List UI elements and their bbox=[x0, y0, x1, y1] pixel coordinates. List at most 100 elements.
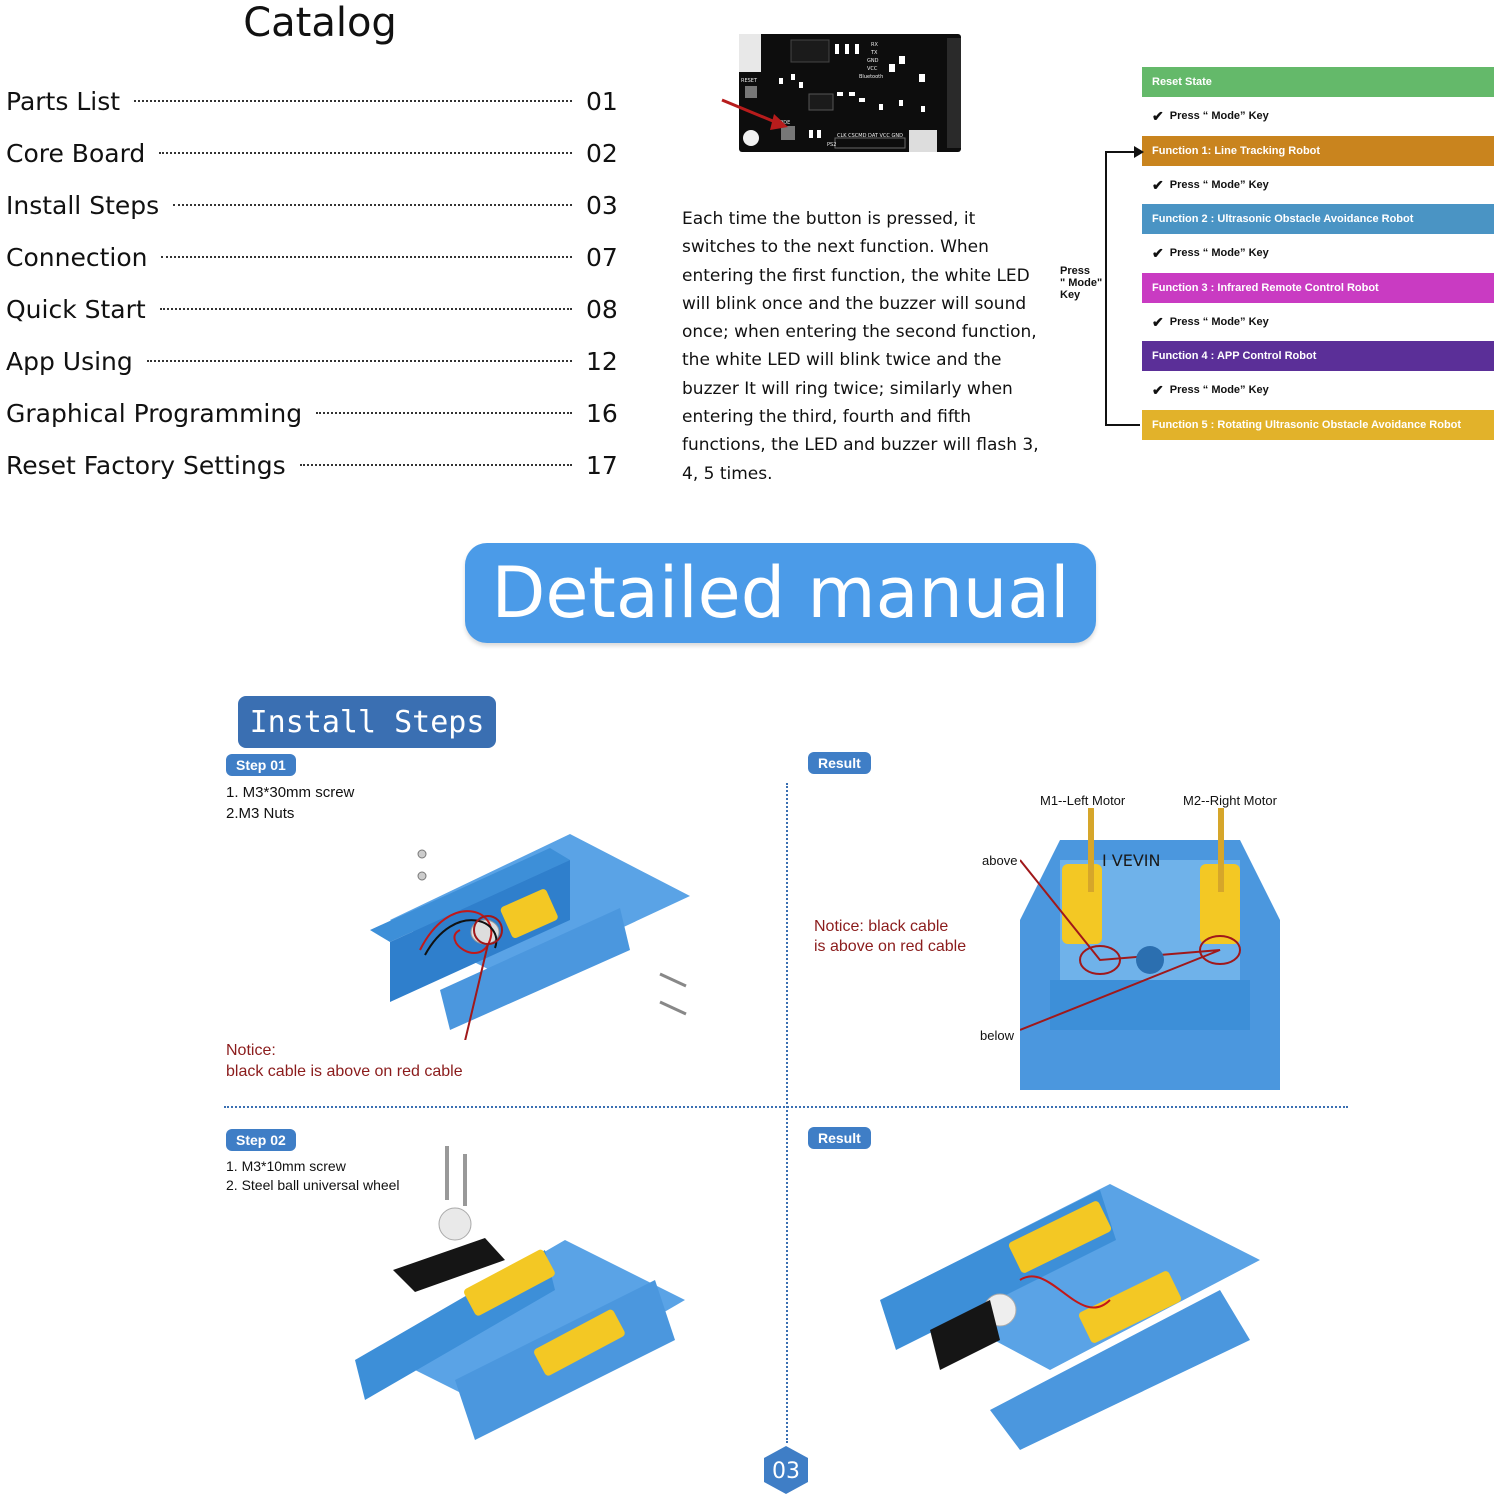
core-board-image: RESET MODE RX TX GND VCC Bluetooth PS2 C… bbox=[739, 34, 961, 152]
flow-state-3: Function 3 : Infrared Remote Control Rob… bbox=[1142, 272, 1494, 303]
m2-label: M2--Right Motor bbox=[1183, 793, 1277, 808]
catalog-row-page: 08 bbox=[586, 294, 618, 324]
catalog-row-page: 16 bbox=[586, 398, 618, 428]
step-01-line-2: 2.M3 Nuts bbox=[226, 805, 295, 822]
flow-state-1: Function 1: Line Tracking Robot bbox=[1142, 135, 1494, 166]
catalog-row-leader bbox=[159, 308, 572, 310]
step-02-line-1: 1. M3*10mm screw bbox=[226, 1158, 346, 1174]
catalog-row-page: 01 bbox=[586, 86, 618, 116]
right-motor bbox=[1200, 864, 1240, 944]
mode-description: Each time the button is pressed, it swit… bbox=[682, 209, 1039, 484]
above-label: above bbox=[982, 853, 1018, 868]
sensor-module bbox=[393, 1238, 505, 1292]
chevron-down-icon: ✔ bbox=[1152, 313, 1164, 330]
flow-state-2: Function 2 : Ultrasonic Obstacle Avoidan… bbox=[1142, 204, 1494, 234]
flow-press-step: ✔Press “ Mode” Key bbox=[1152, 246, 1269, 260]
catalog-row: App Using 12 bbox=[6, 341, 626, 381]
below-label: below bbox=[980, 1028, 1014, 1043]
catalog-row-label: Quick Start bbox=[6, 294, 146, 324]
chip-1 bbox=[790, 39, 830, 63]
chip-2 bbox=[808, 93, 834, 111]
mode-button bbox=[781, 126, 795, 140]
install-steps-title: Install Steps bbox=[238, 696, 496, 748]
step-01-notice-text: black cable is above on red cable bbox=[226, 1063, 463, 1080]
screw-1 bbox=[659, 972, 687, 988]
vertical-divider bbox=[786, 783, 788, 1443]
left-highlight bbox=[1079, 945, 1121, 975]
steel-ball-wheel bbox=[438, 1207, 472, 1241]
pointer-arrow bbox=[721, 98, 788, 130]
catalog-row-leader bbox=[146, 360, 572, 362]
core-board-drawing: RESET MODE RX TX GND VCC Bluetooth PS2 C… bbox=[739, 34, 961, 152]
chassis-top bbox=[375, 1240, 685, 1410]
red-cable bbox=[419, 910, 493, 954]
flow-press-step: ✔Press “ Mode” Key bbox=[1152, 383, 1269, 397]
right-highlight bbox=[1199, 935, 1241, 965]
result-1-notice-line-1: Notice: black cable bbox=[814, 918, 949, 935]
highlight-circle bbox=[473, 915, 503, 945]
catalog-row-label: Connection bbox=[6, 242, 148, 272]
catalog-row: Quick Start 08 bbox=[6, 289, 626, 329]
catalog-row-label: Graphical Programming bbox=[6, 398, 303, 428]
flow-state-5: Function 5 : Rotating Ultrasonic Obstacl… bbox=[1142, 409, 1494, 440]
catalog-row-page: 02 bbox=[586, 138, 618, 168]
label-gnd: GND bbox=[867, 58, 879, 64]
catalog-row-leader bbox=[173, 204, 572, 206]
result-1-badge: Result bbox=[808, 752, 871, 774]
flow-press-label: Press “ Mode” Key bbox=[1169, 247, 1269, 259]
page-number: 03 bbox=[772, 1459, 800, 1484]
left-motor bbox=[1062, 864, 1102, 944]
result-2-badge: Result bbox=[808, 1127, 871, 1149]
flow-state-0: Reset State bbox=[1142, 67, 1494, 97]
chassis-right bbox=[990, 1290, 1250, 1450]
center-hole bbox=[1136, 946, 1164, 974]
flow-press-label: Press “ Mode” Key bbox=[1169, 315, 1269, 328]
motor-a bbox=[1008, 1201, 1112, 1273]
m1-label: M1--Left Motor bbox=[1040, 793, 1126, 808]
horizontal-divider bbox=[224, 1106, 1348, 1108]
reset-button bbox=[745, 86, 757, 98]
label-bluetooth: Bluetooth bbox=[859, 74, 883, 80]
motor-a bbox=[464, 1249, 555, 1316]
chassis-left-rail bbox=[370, 848, 570, 942]
result-1-notice-line-2: is above on red cable bbox=[814, 938, 967, 955]
catalog-title: Catalog bbox=[243, 0, 397, 46]
nut-1 bbox=[417, 849, 427, 859]
detailed-manual-banner: Detailed manual bbox=[465, 543, 1096, 643]
red-cable bbox=[1019, 1275, 1111, 1309]
result-2-chassis-illustration bbox=[880, 1184, 1260, 1450]
callout-line bbox=[464, 943, 489, 1040]
step-02-badge: Step 02 bbox=[226, 1129, 296, 1151]
white-led bbox=[743, 130, 759, 146]
step-01-line-1: 1. M3*30mm screw bbox=[226, 784, 355, 801]
catalog-row-leader bbox=[134, 100, 572, 102]
side-header bbox=[947, 38, 961, 148]
connector-bottom bbox=[909, 130, 937, 152]
flow-press-step: ✔Press “ Mode” Key bbox=[1152, 178, 1269, 192]
left-motor-shaft bbox=[1088, 808, 1094, 892]
step-01-chassis-illustration bbox=[370, 834, 690, 1040]
catalog-row-label: App Using bbox=[6, 346, 133, 376]
flow-state-4: Function 4 : APP Control Robot bbox=[1142, 341, 1494, 371]
step-01-notice-title: Notice: bbox=[226, 1042, 276, 1059]
label-rx: RX bbox=[871, 42, 878, 48]
flow-side-label: Press" Mode"Key bbox=[1060, 265, 1103, 301]
step-02-line-2: 2. Steel ball universal wheel bbox=[226, 1177, 400, 1193]
label-ps2: PS2 bbox=[827, 142, 836, 148]
page-number-badge: 03 bbox=[764, 1446, 808, 1494]
catalog-row-label: Install Steps bbox=[6, 190, 160, 220]
connector-top bbox=[739, 34, 761, 72]
sensor-module bbox=[930, 1300, 1000, 1370]
yellow-motor bbox=[500, 889, 558, 938]
catalog-row-page: 12 bbox=[586, 346, 618, 376]
chevron-down-icon: ✔ bbox=[1152, 176, 1164, 193]
flow-press-step: ✔ Press “ Mode” Key bbox=[1152, 315, 1269, 329]
label-pins: CLK CSCMD DAT VCC GND bbox=[837, 133, 903, 139]
label-tx: TX bbox=[870, 50, 878, 56]
black-cable bbox=[424, 919, 498, 956]
label-vcc: VCC bbox=[867, 66, 878, 72]
